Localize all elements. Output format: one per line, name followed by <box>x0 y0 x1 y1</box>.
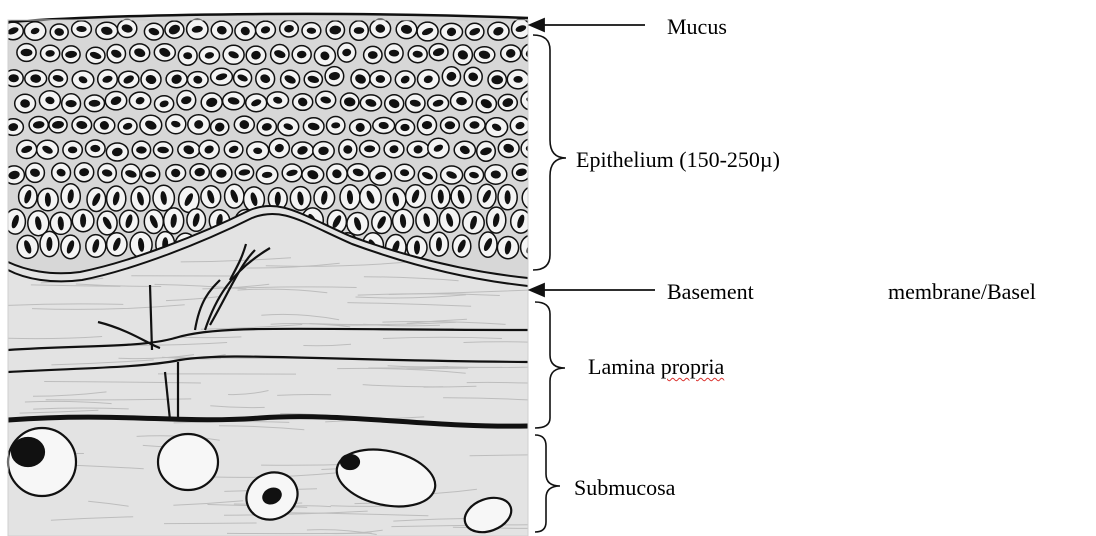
epithelial-cell <box>521 139 542 159</box>
cell-nucleus <box>445 121 455 129</box>
label-lamina-prefix: Lamina <box>588 354 661 379</box>
label-lamina-propria: Lamina propria <box>588 356 724 378</box>
basement-arrow-head <box>530 284 544 296</box>
epithelial-cell <box>522 187 542 209</box>
lamina-propria-brace <box>535 302 565 428</box>
connective-fiber <box>164 523 257 524</box>
layer-braces <box>533 35 566 532</box>
mucus-arrow-head <box>530 19 544 31</box>
submucosa-nucleus <box>341 455 359 469</box>
submucosa-cell <box>158 434 218 490</box>
cell-nucleus <box>529 191 536 206</box>
epithelial-cell <box>521 91 541 110</box>
label-lamina-propria-word: propria <box>661 354 725 379</box>
label-membrane-basel: membrane/Basel <box>888 281 1036 303</box>
cell-nucleus <box>505 190 511 204</box>
tissue-block <box>3 14 596 536</box>
submucosa-nucleus <box>12 438 44 466</box>
label-submucosa: Submucosa <box>574 477 675 499</box>
cell-nucleus <box>145 171 156 177</box>
epithelial-cell <box>522 44 541 62</box>
epithelium-brace <box>533 35 566 270</box>
label-mucus: Mucus <box>667 16 727 38</box>
label-epithelium: Epithelium (150-250µ) <box>576 149 780 171</box>
epithelial-cell <box>521 235 541 259</box>
submucosa-brace <box>535 435 560 532</box>
cell-nucleus <box>80 214 86 228</box>
label-basement: Basement <box>667 281 754 303</box>
